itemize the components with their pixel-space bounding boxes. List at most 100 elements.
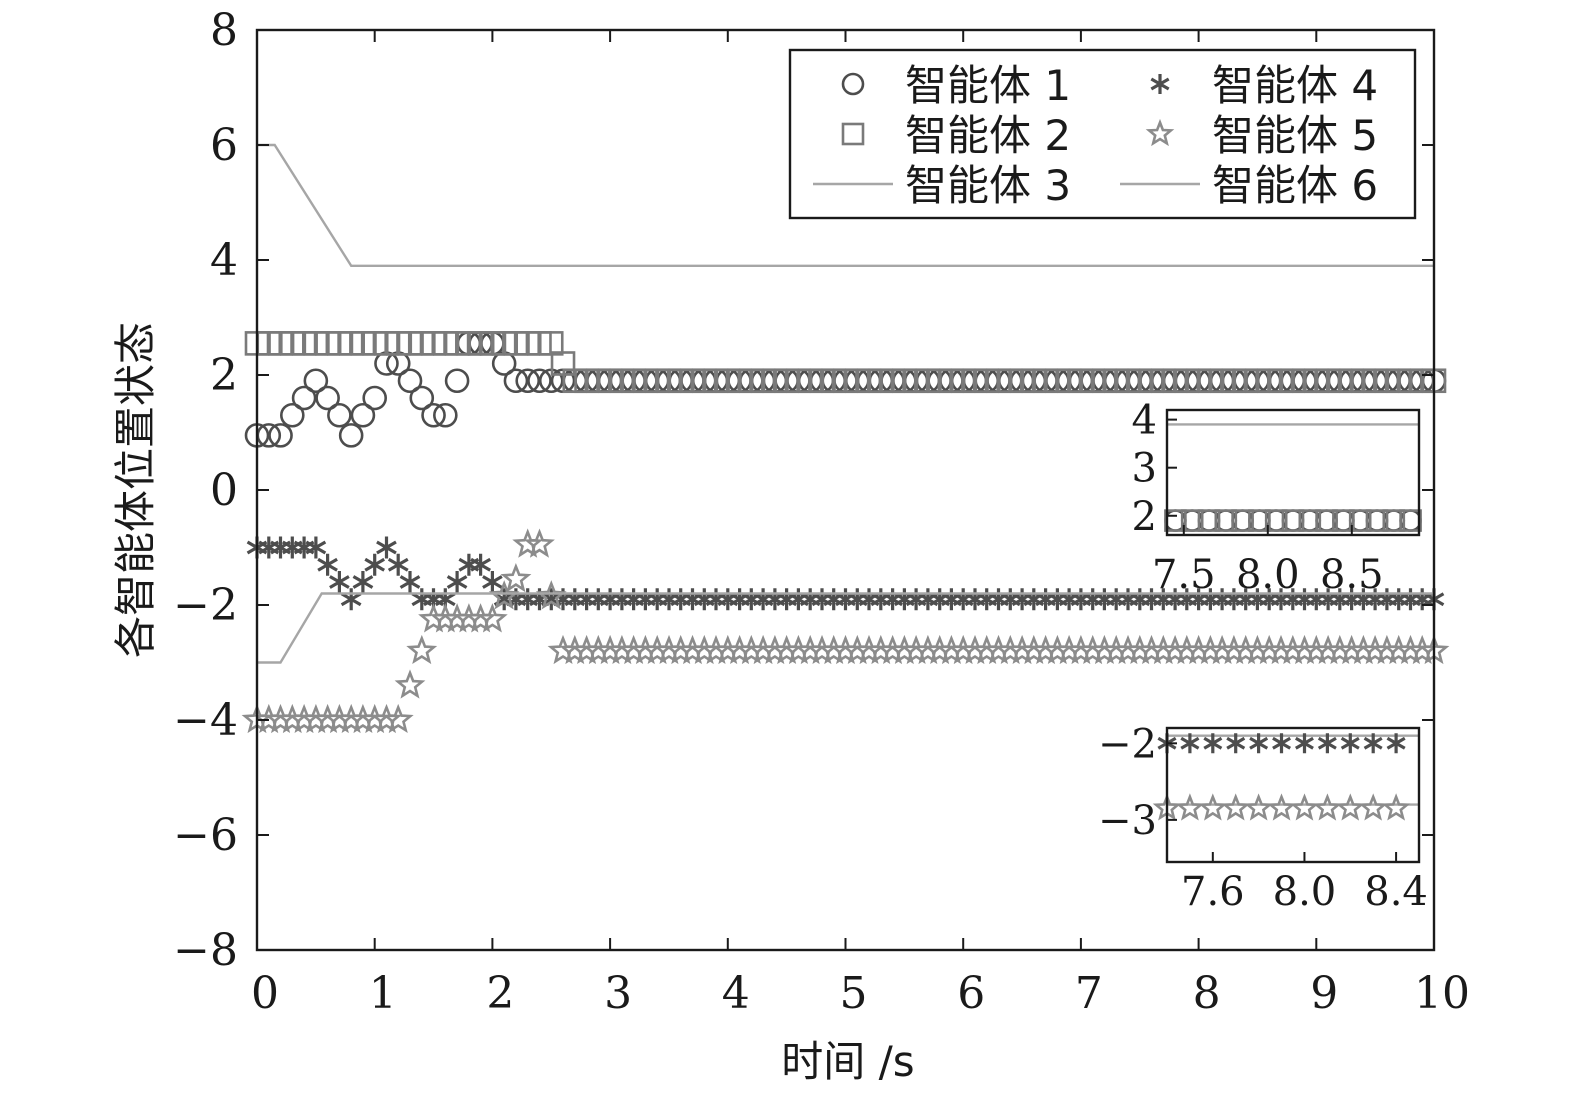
data-point bbox=[338, 423, 364, 448]
data-point bbox=[270, 536, 291, 559]
data-point bbox=[1070, 588, 1092, 611]
data-point bbox=[406, 634, 438, 665]
data-point bbox=[268, 423, 293, 448]
y-tick-label: −8 bbox=[173, 925, 238, 976]
x-tick-label: 5 bbox=[840, 968, 868, 1019]
data-point bbox=[858, 588, 880, 611]
data-point bbox=[350, 402, 376, 428]
data-point bbox=[411, 588, 433, 611]
inset-data-point bbox=[1332, 509, 1355, 532]
inset-y-tick-label: −3 bbox=[1098, 798, 1157, 844]
inset-data-point bbox=[1358, 793, 1388, 821]
data-point bbox=[693, 588, 715, 611]
inset-data-point bbox=[1248, 509, 1271, 532]
data-point bbox=[515, 368, 541, 394]
inset-data-point bbox=[1197, 509, 1221, 532]
y-tick-label: −4 bbox=[173, 695, 238, 746]
data-point bbox=[458, 553, 480, 576]
legend-label: 智能体 6 bbox=[1212, 161, 1378, 210]
data-point bbox=[941, 588, 962, 611]
x-tick-label: 9 bbox=[1310, 968, 1338, 1019]
inset-y-tick-label: −2 bbox=[1098, 721, 1157, 767]
inset-data-point bbox=[1317, 733, 1337, 754]
data-point bbox=[635, 588, 656, 611]
inset-data-point bbox=[1180, 733, 1200, 754]
data-point bbox=[682, 588, 703, 611]
y-tick-label: 6 bbox=[210, 120, 238, 171]
legend-label: 智能体 2 bbox=[905, 111, 1071, 160]
data-point bbox=[705, 588, 727, 611]
inset-data-point bbox=[1203, 733, 1223, 754]
inset-data-point bbox=[1335, 793, 1365, 821]
data-point bbox=[576, 588, 597, 611]
inset-x-tick-label: 8.4 bbox=[1364, 869, 1428, 915]
data-point bbox=[327, 402, 352, 428]
data-point bbox=[470, 553, 491, 576]
data-point bbox=[281, 536, 303, 559]
x-tick-label: 4 bbox=[722, 968, 750, 1019]
inset-data-point bbox=[1382, 509, 1406, 532]
x-tick-label: 3 bbox=[604, 968, 632, 1019]
legend-label: 智能体 5 bbox=[1212, 111, 1378, 160]
data-point bbox=[376, 536, 397, 559]
data-point bbox=[764, 588, 786, 611]
data-point bbox=[964, 588, 986, 611]
data-point bbox=[929, 588, 950, 611]
x-tick-label: 6 bbox=[957, 968, 985, 1019]
data-point bbox=[399, 571, 421, 593]
data-point bbox=[729, 588, 750, 611]
inset-data-point bbox=[1315, 509, 1338, 532]
data-point bbox=[1129, 588, 1151, 611]
data-point bbox=[846, 588, 868, 611]
data-point bbox=[894, 588, 915, 611]
data-point bbox=[503, 368, 529, 394]
legend-marker-swatch bbox=[1145, 118, 1175, 147]
data-point bbox=[882, 588, 903, 611]
x-tick-label: 8 bbox=[1193, 968, 1221, 1019]
inset-data-point bbox=[1221, 793, 1251, 821]
data-point bbox=[1082, 588, 1103, 611]
data-point bbox=[433, 402, 458, 428]
data-point bbox=[387, 553, 409, 576]
data-point bbox=[599, 588, 621, 611]
data-point bbox=[564, 588, 586, 611]
data-point bbox=[1117, 588, 1139, 611]
inset-x-tick-label: 8.0 bbox=[1273, 869, 1337, 915]
data-point bbox=[952, 588, 974, 611]
inset-data-point bbox=[1290, 793, 1319, 821]
data-point bbox=[1047, 588, 1068, 611]
inset-data-point bbox=[1175, 793, 1205, 821]
legend-marker-swatch bbox=[841, 122, 865, 146]
x-tick-label: 1 bbox=[369, 968, 397, 1019]
data-point bbox=[870, 588, 892, 611]
data-point bbox=[409, 385, 435, 411]
data-point bbox=[446, 571, 468, 593]
data-point bbox=[364, 553, 386, 576]
data-point bbox=[835, 588, 856, 611]
data-point bbox=[1023, 588, 1045, 611]
data-point bbox=[477, 603, 508, 633]
inset-data-point bbox=[1214, 509, 1238, 532]
inset-data-point bbox=[1294, 733, 1314, 754]
inset-x-tick-label: 8.0 bbox=[1236, 552, 1300, 598]
inset-background bbox=[1167, 728, 1419, 862]
data-point bbox=[397, 368, 423, 394]
data-point bbox=[999, 588, 1021, 611]
data-point bbox=[588, 588, 609, 611]
data-point bbox=[362, 385, 388, 411]
data-point bbox=[394, 669, 426, 699]
inset-data-point bbox=[1272, 733, 1292, 754]
inset-x-tick-label: 7.5 bbox=[1152, 552, 1216, 598]
data-point bbox=[444, 368, 470, 394]
data-point bbox=[482, 571, 503, 593]
data-point bbox=[1011, 588, 1033, 611]
data-point bbox=[258, 536, 280, 559]
data-point bbox=[717, 588, 739, 611]
data-point bbox=[811, 588, 833, 611]
y-axis-label: 各智能体位置状态 bbox=[111, 322, 160, 658]
legend-label: 智能体 3 bbox=[905, 161, 1071, 210]
data-point bbox=[1058, 588, 1080, 611]
